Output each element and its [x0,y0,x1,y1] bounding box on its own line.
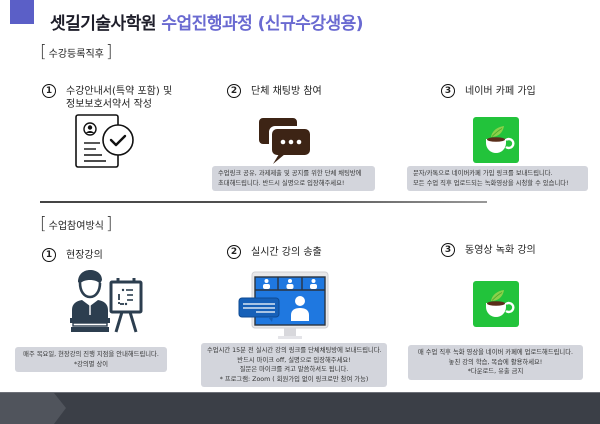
step-number-badge: 3 [441,243,455,257]
video-conference-monitor-icon [238,271,330,345]
live-lecture-note: 수업시간 15분 전 실시간 강의 링크를 단체채팅방에 보내드립니다. 반드시… [201,343,387,387]
header-accent-square [10,0,34,24]
naver-cafe-icon [473,117,519,163]
footer-arrow-tab [0,393,66,424]
registration-step-1: 1 수강안내서(특약 포함) 및 정보보호서약서 작성 [42,84,172,111]
page-title-academy: 셋길기술사학원 [50,14,156,34]
participation-step-1: 1 현장강의 [42,248,103,262]
lecturer-presentation-icon [70,270,144,340]
step-number-badge: 2 [227,84,241,98]
section-label-participation: [ 수업참여방식 ] [40,214,113,234]
onsite-lecture-note: 매주 목요일, 현장강의 진행 지점을 안내해드립니다. *강의별 상이 [15,347,167,372]
section-label-registration: [ 수강등록직후 ] [40,42,113,62]
section-divider [40,201,487,203]
participation-step-3: 3 동영상 녹화 강의 [441,243,536,257]
step-number-badge: 1 [42,84,56,98]
document-check-icon [74,113,136,177]
recorded-lecture-note: 매 수업 직후 녹화 영상을 네이버 카페에 업로드해드립니다. 놓친 강의 학… [408,345,583,380]
step-number-badge: 3 [441,84,455,98]
page-title-course: 수업진행과정 (신규수강생용) [161,14,364,34]
step-number-badge: 1 [42,248,56,262]
naver-cafe-icon [473,281,519,327]
footer-bar [0,392,600,424]
registration-step-2: 2 단체 채팅방 참여 [227,84,322,98]
chat-bubbles-icon [259,116,313,170]
registration-step-3: 3 네이버 카페 가입 [441,84,536,98]
naver-cafe-note: 문자/카톡으로 네이버카페 가입 링크를 보내드립니다. 모든 수업 직후 업로… [407,166,588,191]
page-title: 셋길기술사학원 수업진행과정 (신규수강생용) [50,9,364,34]
chat-room-note: 수업링크 공유, 과제제출 및 공지를 위한 단체 채팅방에 초대해드립니다. … [212,166,375,191]
participation-step-2: 2 실시간 강의 송출 [227,245,322,259]
step-number-badge: 2 [227,245,241,259]
